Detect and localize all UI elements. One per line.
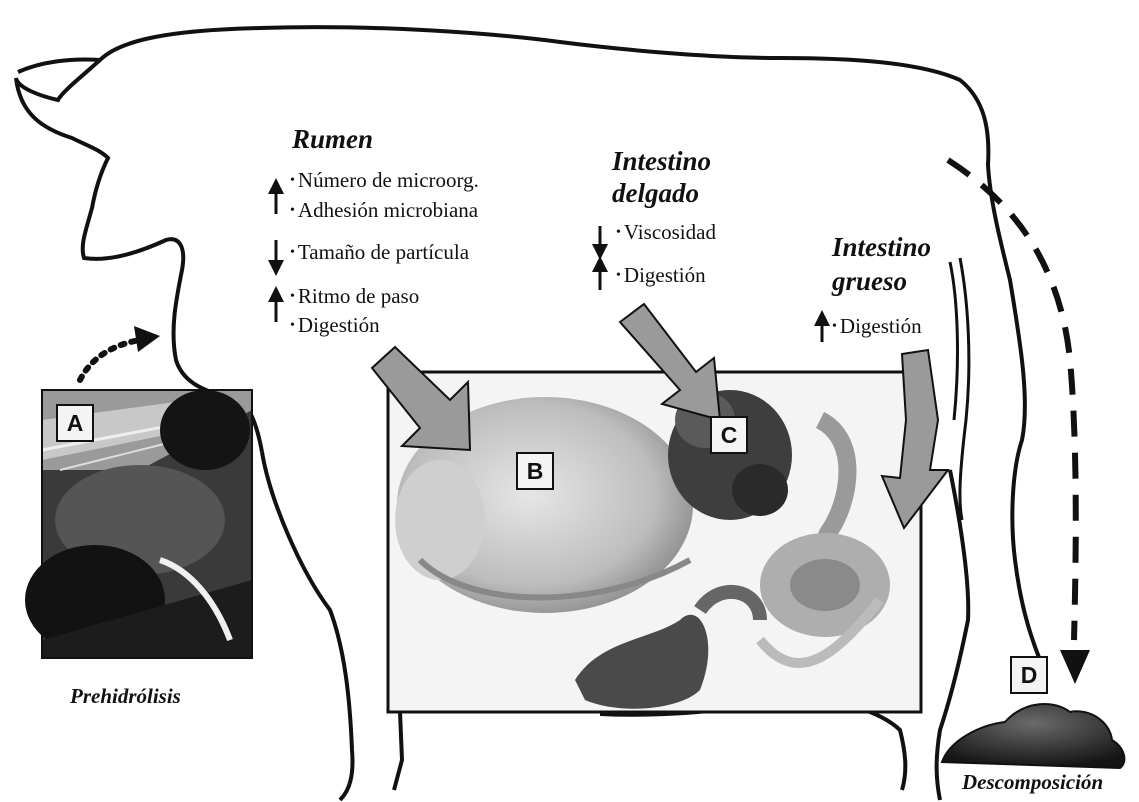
large-intestine-item-digestion: Digestión — [832, 314, 922, 339]
label-a: A — [56, 404, 94, 442]
small-intestine-title-2: delgado — [612, 178, 699, 208]
large-intestine-title-1: Intestino — [832, 232, 931, 262]
rumen-item-microbial-adhesion: Adhesión microbiana — [290, 198, 478, 223]
label-c: C — [710, 416, 748, 454]
dashed-arrow-head — [1060, 650, 1090, 684]
arrow-down-icon — [592, 226, 608, 260]
large-intestine-title-2: grueso — [832, 266, 907, 296]
label-d: D — [1010, 656, 1048, 694]
caption-prehydrolysis: Prehidrólisis — [70, 684, 181, 709]
cow-belly-outline — [262, 452, 353, 800]
rumen-title: Rumen — [292, 124, 373, 154]
small-intestine-item-digestion: Digestión — [616, 263, 706, 288]
caption-decomposition: Descomposición — [962, 770, 1103, 795]
arrow-down-icon — [268, 240, 284, 276]
rumen-item-digestion: Digestión — [290, 313, 380, 338]
small-intestine-title-1: Intestino — [612, 146, 711, 176]
dung-pile — [942, 704, 1124, 768]
rumen-item-passage-rate: Ritmo de paso — [290, 284, 419, 309]
arrow-up-icon — [592, 256, 608, 290]
arrow-up-icon — [268, 286, 284, 322]
arrow-up-icon — [814, 310, 830, 342]
arrow-up-icon — [268, 178, 284, 214]
small-intestine-item-viscosity: Viscosidad — [616, 220, 716, 245]
dotted-arrow — [80, 340, 140, 380]
rumen-item-particle-size: Tamaño de partícula — [290, 240, 469, 265]
label-b: B — [516, 452, 554, 490]
dotted-arrow-head — [134, 326, 160, 352]
rumen-item-microorganism-count: Número de microorg. — [290, 168, 479, 193]
